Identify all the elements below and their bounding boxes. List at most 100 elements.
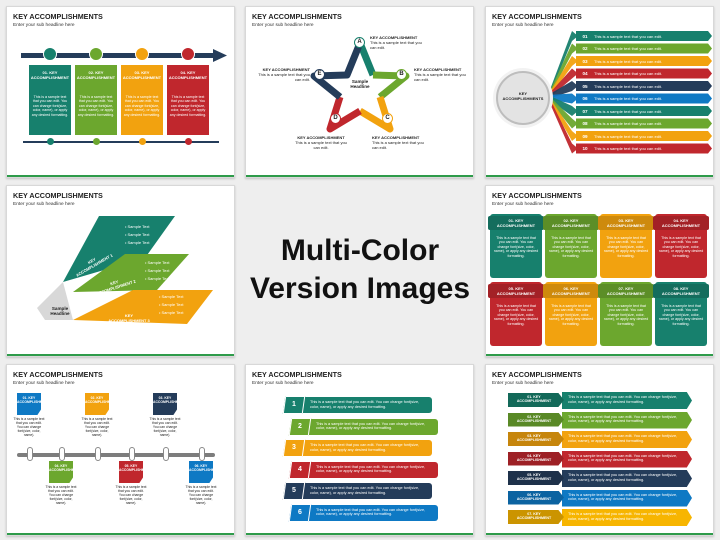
center-title: Multi-Color Version Images xyxy=(238,186,482,354)
row-text: This is a sample text that you can edit. xyxy=(594,121,663,126)
number-label: 5 xyxy=(292,487,296,494)
ribbon-row-3[interactable] xyxy=(562,431,692,448)
ribbon-row-1[interactable] xyxy=(562,392,692,409)
numbered-bar-5[interactable] xyxy=(298,483,432,499)
card-icon xyxy=(181,47,195,61)
slide-pyramid[interactable]: KEY ACCOMPLISHMENTS Enter your sub headl… xyxy=(6,185,235,357)
milestone-flag-4[interactable] xyxy=(49,461,73,483)
numbered-bar-3[interactable] xyxy=(298,440,432,456)
milestone-pin xyxy=(163,447,169,461)
timeline-dot xyxy=(47,138,54,145)
numbered-bar-6[interactable] xyxy=(304,504,438,521)
card-header xyxy=(488,284,544,298)
milestone-title: 05. KEY ACCOMPLISHMENT xyxy=(119,464,152,472)
slide-title: KEY ACCOMPLISHMENTS xyxy=(492,12,582,21)
slide-title: KEY ACCOMPLISHMENTS xyxy=(252,12,342,21)
slide-subtitle: Enter your sub headline here xyxy=(252,23,314,28)
card-title: 06. KEY ACCOMPLISHMENT xyxy=(551,286,591,296)
tier-2-bullet: • Sample Text xyxy=(145,268,170,273)
milestone-body: This is a sample text that you can edit.… xyxy=(149,417,181,437)
slide-title: KEY ACCOMPLISHMENTS xyxy=(492,191,582,200)
numbered-bar-1[interactable] xyxy=(298,397,432,413)
card-header xyxy=(653,216,709,230)
row-text: This is a sample text that you can edit. xyxy=(594,133,663,139)
slide-ten-arrows[interactable]: KEY ACCOMPLISHMENTS Enter your sub headl… xyxy=(485,6,714,178)
ribbon-row-7[interactable] xyxy=(562,509,692,526)
row-bar-1 xyxy=(576,31,712,41)
slide-ribbon-rows[interactable]: KEY ACCOMPLISHMENTS Enter your sub headl… xyxy=(485,364,714,536)
card-body: This is a sample text that you can edit.… xyxy=(123,95,161,117)
tier-1-bullet: • Sample Text xyxy=(125,240,150,245)
milestone-body: This is a sample text that you can edit.… xyxy=(45,485,77,505)
card-header xyxy=(653,284,709,298)
row-text: This is a sample text that you can edit. xyxy=(594,108,663,114)
row-number: 08 xyxy=(582,121,588,126)
ribbon-text: This is a sample text that you can edit.… xyxy=(568,492,678,502)
slide-title: KEY ACCOMPLISHMENTS xyxy=(13,191,103,200)
row-text: This is a sample text that you can edit. xyxy=(594,58,663,64)
bottom-accent xyxy=(7,533,234,535)
card-icon xyxy=(43,47,57,61)
ribbon-label-box xyxy=(508,490,564,505)
card-body: This is a sample text that you can edit.… xyxy=(603,236,649,258)
fan-arrow-9 xyxy=(548,95,578,141)
row-number: 05 xyxy=(582,83,588,89)
numbered-bar-2[interactable] xyxy=(304,418,438,435)
bottom-accent xyxy=(7,354,234,356)
milestone-pin xyxy=(129,447,135,461)
milestone-flag-1[interactable] xyxy=(17,393,41,415)
card-2[interactable] xyxy=(75,65,117,135)
card-body: This is a sample text that you can edit.… xyxy=(658,304,704,326)
ribbon-row-6[interactable] xyxy=(562,489,692,507)
card-1[interactable] xyxy=(29,65,71,135)
slide-timeline[interactable]: KEY ACCOMPLISHMENTS Enter your sub headl… xyxy=(6,364,235,536)
milestone-flag-5[interactable] xyxy=(119,461,143,483)
slide-eight-cards[interactable]: KEY ACCOMPLISHMENTS Enter your sub headl… xyxy=(485,185,714,357)
milestone-body: This is a sample text that you can edit.… xyxy=(81,417,113,437)
row-number: 02 xyxy=(582,46,588,51)
row-bar-10 xyxy=(576,143,712,154)
row-bar-5 xyxy=(576,81,712,91)
slide-subtitle: Enter your sub headline here xyxy=(492,202,554,207)
card-body: This is a sample text that you can edit.… xyxy=(31,95,69,117)
slide-title: KEY ACCOMPLISHMENTS xyxy=(492,370,582,379)
ribbon-label-box xyxy=(508,471,564,485)
ribbon-text: This is a sample text that you can edit.… xyxy=(568,473,678,482)
number-label: 2 xyxy=(298,422,302,430)
milestone-flag-2[interactable] xyxy=(85,393,109,415)
card-header xyxy=(488,216,544,230)
star-center-label: Sample Headline xyxy=(350,79,370,89)
number-label: 4 xyxy=(298,465,302,473)
slide-star[interactable]: KEY ACCOMPLISHMENTS Enter your sub headl… xyxy=(245,6,474,178)
card-3[interactable] xyxy=(121,65,163,135)
bottom-accent xyxy=(486,354,713,356)
milestone-flag-6[interactable] xyxy=(189,461,213,483)
row-number: 03 xyxy=(582,58,588,64)
card-header xyxy=(543,284,599,298)
milestone-title: 01. KEY ACCOMPLISHMENT xyxy=(17,396,50,404)
timeline-dot xyxy=(139,138,146,145)
milestone-pin xyxy=(199,447,205,461)
bottom-accent xyxy=(486,533,713,535)
bottom-line xyxy=(23,141,219,143)
row-text: This is a sample text that you can edit. xyxy=(594,33,663,39)
card-4[interactable] xyxy=(167,65,209,135)
ribbon-text: This is a sample text that you can edit.… xyxy=(568,434,678,443)
ribbon-row-5[interactable] xyxy=(562,470,692,487)
row-number: 10 xyxy=(582,146,588,151)
numbered-bar-4[interactable] xyxy=(304,461,438,478)
ribbon-row-4[interactable] xyxy=(562,450,692,468)
milestone-flag-3[interactable] xyxy=(153,393,177,415)
center-title-line-1: Multi-Color xyxy=(280,234,440,267)
slide-four-cards[interactable]: KEY ACCOMPLISHMENTS Enter your sub headl… xyxy=(6,6,235,178)
center-title-line-2: Version Images xyxy=(249,272,471,305)
arrow-head-icon xyxy=(213,49,227,62)
row-text: This is a sample text that you can edit. xyxy=(594,96,663,101)
slide-numbered-bars[interactable]: KEY ACCOMPLISHMENTS Enter your sub headl… xyxy=(245,364,474,536)
fan-arrow-1 xyxy=(548,31,578,99)
ribbon-row-2[interactable] xyxy=(562,411,692,429)
row-bar-6 xyxy=(576,93,712,104)
card-body: This is a sample text that you can edit.… xyxy=(493,304,539,326)
